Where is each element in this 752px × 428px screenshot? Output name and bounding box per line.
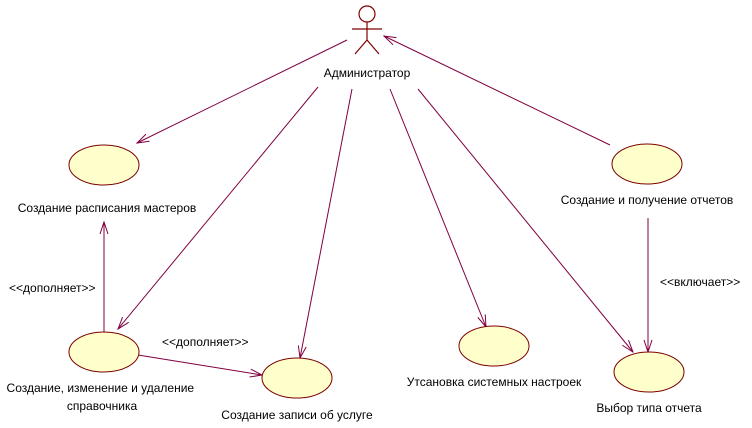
use-case-directory-label-line-2: справочника — [67, 399, 138, 413]
actor-figure-icon[interactable] — [352, 5, 382, 55]
use-case-directory[interactable] — [68, 331, 140, 373]
use-case-directory-label-line-1: Создание, изменение и удаление — [7, 381, 195, 395]
use-case-directory-label: Создание, изменение и удаление справочни… — [7, 381, 198, 413]
association-to-service-record — [300, 88, 353, 358]
stereotype-includes: <<включает>> — [660, 275, 740, 289]
use-case-service-record-label: Создание записи об услуге — [221, 408, 373, 422]
association-to-report-type — [417, 88, 633, 352]
actor-label: Администратор — [324, 66, 411, 80]
extends-edge-directory-to-service — [137, 354, 262, 375]
use-case-report-type-label: Выбор типа отчета — [596, 401, 702, 415]
association-from-reports — [384, 36, 611, 146]
use-case-schedule-label: Создание расписания мастеров — [18, 201, 197, 215]
use-case-reports[interactable] — [611, 143, 683, 185]
association-to-schedule — [137, 39, 348, 143]
use-case-service-record[interactable] — [261, 357, 333, 399]
association-to-settings — [389, 88, 486, 327]
use-case-settings[interactable] — [458, 325, 530, 367]
use-case-settings-label: Утсановка системных настроек — [407, 375, 582, 389]
stereotype-extends-bottom: <<дополняет>> — [162, 335, 249, 349]
stereotype-extends-left: <<дополняет>> — [9, 281, 96, 295]
use-case-reports-label: Создание и получение отчетов — [561, 193, 734, 207]
use-case-report-type[interactable] — [613, 351, 685, 393]
association-to-directory — [118, 86, 319, 329]
use-case-schedule[interactable] — [68, 144, 140, 186]
